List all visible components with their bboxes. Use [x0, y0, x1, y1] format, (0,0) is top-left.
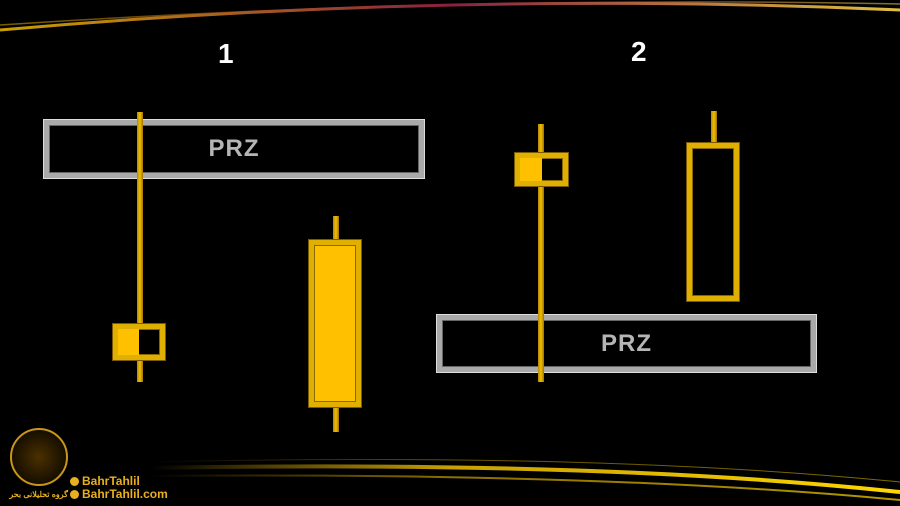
prz-zone-2: PRZ — [437, 315, 816, 372]
persian-caption: گروه تحلیلانی بحر — [9, 490, 68, 499]
candle-body-filled — [309, 240, 361, 407]
candle-body-half-filled — [515, 153, 568, 186]
candle-wick — [711, 111, 717, 151]
scenario-1-label: 1 — [218, 38, 234, 69]
candle-body-half-filled — [113, 324, 165, 360]
instagram-icon — [70, 476, 79, 486]
instagram-handle: BahrTahlil — [70, 474, 140, 488]
scenario-2-label: 2 — [631, 36, 647, 67]
globe-icon — [70, 489, 79, 499]
website-link[interactable]: BahrTahlil.com — [70, 487, 168, 501]
prz-label: PRZ — [601, 329, 652, 357]
brand-logo — [10, 428, 68, 486]
instagram-text: BahrTahlil — [82, 474, 140, 488]
candle-wick — [137, 112, 143, 382]
prz-label: PRZ — [208, 135, 260, 162]
candle-wick — [538, 124, 544, 382]
website-text: BahrTahlil.com — [82, 487, 168, 501]
prz-zone-1: PRZ — [44, 120, 424, 178]
candle-body-hollow — [687, 143, 739, 301]
